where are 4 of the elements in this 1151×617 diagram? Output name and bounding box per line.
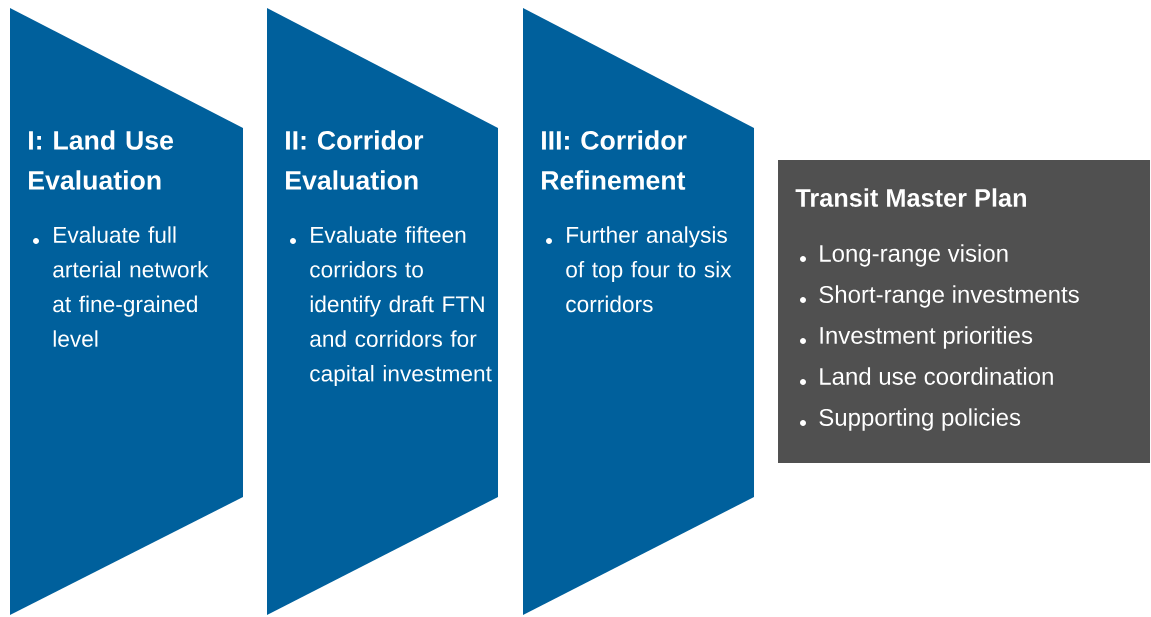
chevron-box: II: Corridor Evaluation Evaluate fifteen corridors to identify draft FTN and corridors for capital investment (267, 8, 498, 615)
chevron-box: III: Corridor Refinement Further analysis of top four to six corridors (523, 8, 754, 615)
chevron-box: I: Land Use Evaluation Evaluate full arterial network at fine-grained level (10, 8, 243, 615)
plan-box: Transit Master Plan Long-range vision Short-range investments Investment priorities Land use coordination Supporting policies (778, 160, 1150, 463)
